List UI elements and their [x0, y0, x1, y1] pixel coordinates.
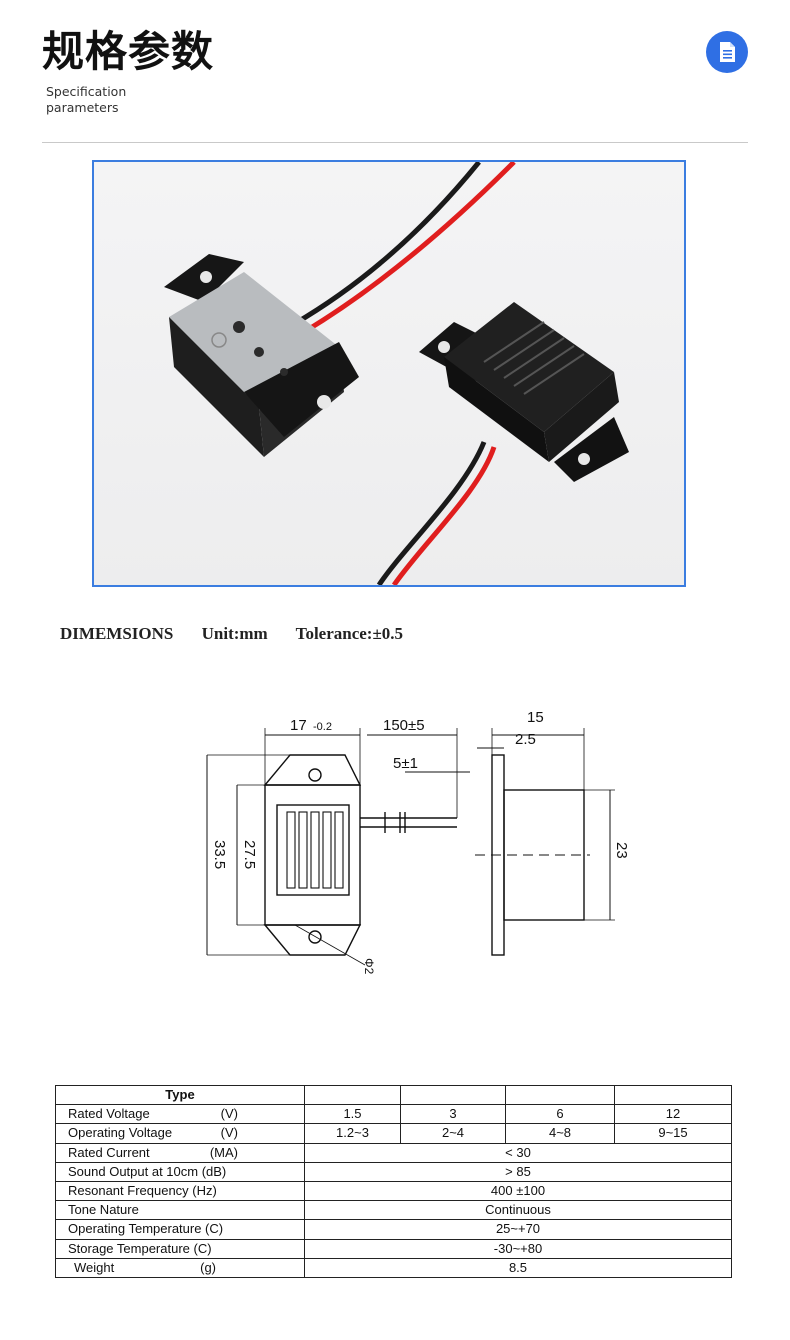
value-cell: 12: [614, 1104, 732, 1125]
row-label: Resonant Frequency (Hz): [55, 1180, 305, 1202]
dim-height-total-label: 33.5: [211, 840, 228, 869]
value-cell: 6: [505, 1104, 615, 1125]
row-unit-text: (V): [220, 1125, 238, 1141]
dimensions-caption: DIMEMSIONS Unit:mm Tolerance:±0.5: [60, 624, 427, 644]
row-label: Rated Voltage (V): [55, 1104, 305, 1125]
row-label: Storage Temperature (C): [55, 1238, 305, 1259]
unit-label: Unit:mm: [201, 624, 268, 643]
row-label: Tone Nature: [55, 1200, 305, 1221]
dim-lead-label: 150±5: [383, 717, 425, 734]
row-label: Sound Output at 10cm (dB): [55, 1161, 305, 1182]
row-label-text: Rated Voltage: [68, 1106, 150, 1122]
table-row: Storage Temperature (C) -30~+80: [55, 1238, 732, 1259]
value-cell: 4~8: [505, 1123, 615, 1144]
row-label: Operating Voltage (V): [55, 1123, 305, 1144]
type-header: Type: [55, 1084, 305, 1106]
subtitle-line-1: Specification: [46, 84, 127, 99]
dim-height-body-label: 27.5: [241, 840, 258, 869]
merged-value-cell: > 85: [304, 1161, 732, 1182]
page-title: 规格参数: [42, 27, 215, 76]
dim-hole-label: Φ2: [362, 958, 376, 975]
table-row: Type: [55, 1084, 732, 1106]
type-cell: [505, 1084, 615, 1106]
dim-width-label: 17: [290, 717, 307, 734]
table-row: Operating Temperature (C) 25~+70: [55, 1219, 732, 1240]
spec-table: Type Rated Voltage (V) 1.5 3 6 12 Operati…: [55, 1084, 732, 1278]
table-row: Sound Output at 10cm (dB) > 85: [55, 1161, 732, 1182]
tolerance-label: Tolerance:±0.5: [295, 624, 404, 643]
value-cell: 1.5: [304, 1104, 401, 1125]
row-label-text: Weight: [74, 1259, 115, 1275]
page-subtitle: Specification parameters: [46, 84, 126, 116]
row-label-text: Rated Current: [68, 1144, 150, 1160]
document-icon[interactable]: [706, 31, 748, 73]
product-photo: [92, 160, 686, 587]
table-row: Rated Voltage (V) 1.5 3 6 12: [55, 1104, 732, 1125]
dim-width-tol-label: -0.2: [313, 721, 332, 733]
header-divider: [42, 142, 748, 143]
dim-flange-label: 2.5: [515, 731, 536, 748]
row-label: Rated Current (MA): [55, 1142, 305, 1163]
type-cell: [304, 1084, 401, 1106]
row-unit-text: (MA): [209, 1144, 238, 1160]
dim-strip-label: 5±1: [393, 755, 418, 772]
table-row: Operating Voltage (V) 1.2~3 2~4 4~8 9~15: [55, 1123, 732, 1144]
row-unit-text: (g): [200, 1259, 216, 1275]
merged-value-cell: 25~+70: [304, 1219, 732, 1240]
table-row: Weight (g) 8.5: [55, 1257, 732, 1278]
subtitle-line-2: parameters: [46, 100, 119, 115]
merged-value-cell: -30~+80: [304, 1238, 732, 1259]
table-row: Rated Current (MA) < 30: [55, 1142, 732, 1163]
value-cell: 9~15: [614, 1123, 732, 1144]
value-cell: 3: [400, 1104, 506, 1125]
row-label: Operating Temperature (C): [55, 1219, 305, 1240]
row-label-text: Operating Voltage: [68, 1125, 173, 1141]
merged-value-cell: < 30: [304, 1142, 732, 1163]
value-cell: 1.2~3: [304, 1123, 401, 1144]
dimensions-label: DIMEMSIONS: [60, 624, 174, 643]
dim-side-height-label: 23: [613, 842, 630, 859]
value-cell: 2~4: [400, 1123, 506, 1144]
table-row: Tone Nature Continuous: [55, 1200, 732, 1221]
merged-value-cell: Continuous: [304, 1200, 732, 1221]
type-cell: [614, 1084, 732, 1106]
merged-value-cell: 400 ±100: [304, 1180, 732, 1202]
merged-value-cell: 8.5: [304, 1257, 732, 1278]
row-unit-text: (V): [220, 1106, 238, 1122]
table-row: Resonant Frequency (Hz) 400 ±100: [55, 1180, 732, 1202]
row-label: Weight (g): [55, 1257, 305, 1278]
dimension-drawing: 17 -0.2 150±5 5±1 15 2.5 33.5 27.5 23 Φ2: [206, 709, 630, 975]
type-cell: [400, 1084, 506, 1106]
dim-depth-label: 15: [527, 709, 544, 726]
